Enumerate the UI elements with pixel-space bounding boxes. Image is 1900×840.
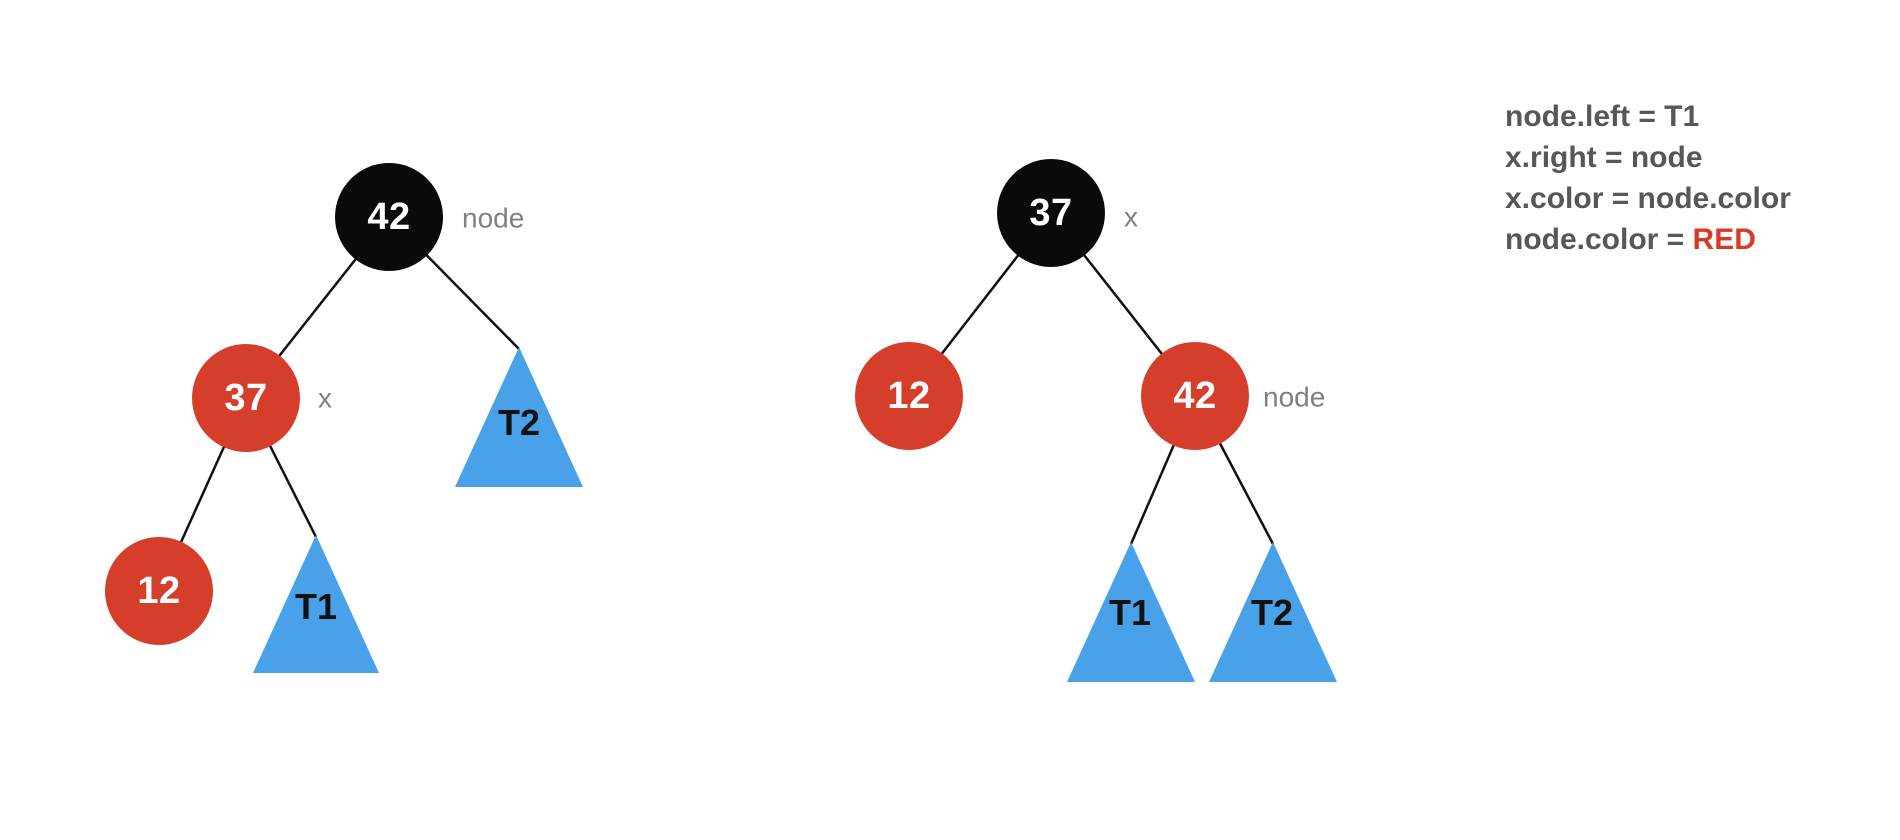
right-tree-node-42: 42 <box>1141 342 1249 450</box>
subtree-label-t1-right: T1 <box>1108 592 1152 633</box>
left-tree-root-node-42: 42 <box>335 163 443 271</box>
node-value: 37 <box>1029 191 1073 234</box>
pseudocode-line-4-red-value: RED <box>1692 223 1756 256</box>
pseudocode-line-4-prefix: node.color = <box>1505 223 1693 256</box>
pointer-label-node-left-tree: node <box>462 202 525 234</box>
node-value: 12 <box>887 374 931 417</box>
subtree-triangle-t2-left <box>455 347 583 487</box>
pointer-label-node-right-tree: node <box>1263 381 1326 413</box>
pseudocode-line-4: node.color = RED <box>1505 219 1791 260</box>
right-tree-root-node-37: 37 <box>997 159 1105 267</box>
right-tree-node-12: 12 <box>855 342 963 450</box>
rotation-pseudocode: node.left = T1 x.right = node x.color = … <box>1505 96 1791 260</box>
subtree-label-t2-right: T2 <box>1250 592 1294 633</box>
subtree-label-t2-left: T2 <box>497 402 541 443</box>
left-tree-node-37: 37 <box>192 344 300 452</box>
pointer-label-x-right-tree: x <box>1124 201 1138 233</box>
node-value: 42 <box>1173 374 1217 417</box>
node-value: 12 <box>137 569 181 612</box>
node-value: 37 <box>224 376 268 419</box>
subtree-triangle-t1-right <box>1067 542 1195 682</box>
pseudocode-line-1: node.left = T1 <box>1505 100 1700 133</box>
pseudocode-line-3: x.color = node.color <box>1505 182 1791 215</box>
subtree-label-t1-left: T1 <box>294 586 338 627</box>
left-tree-node-12: 12 <box>105 537 213 645</box>
subtree-triangle-t1-left <box>253 535 379 673</box>
subtree-triangle-t2-right <box>1209 542 1337 682</box>
node-value: 42 <box>367 195 411 238</box>
pseudocode-line-2: x.right = node <box>1505 141 1703 174</box>
pointer-label-x-left-tree: x <box>318 382 332 414</box>
